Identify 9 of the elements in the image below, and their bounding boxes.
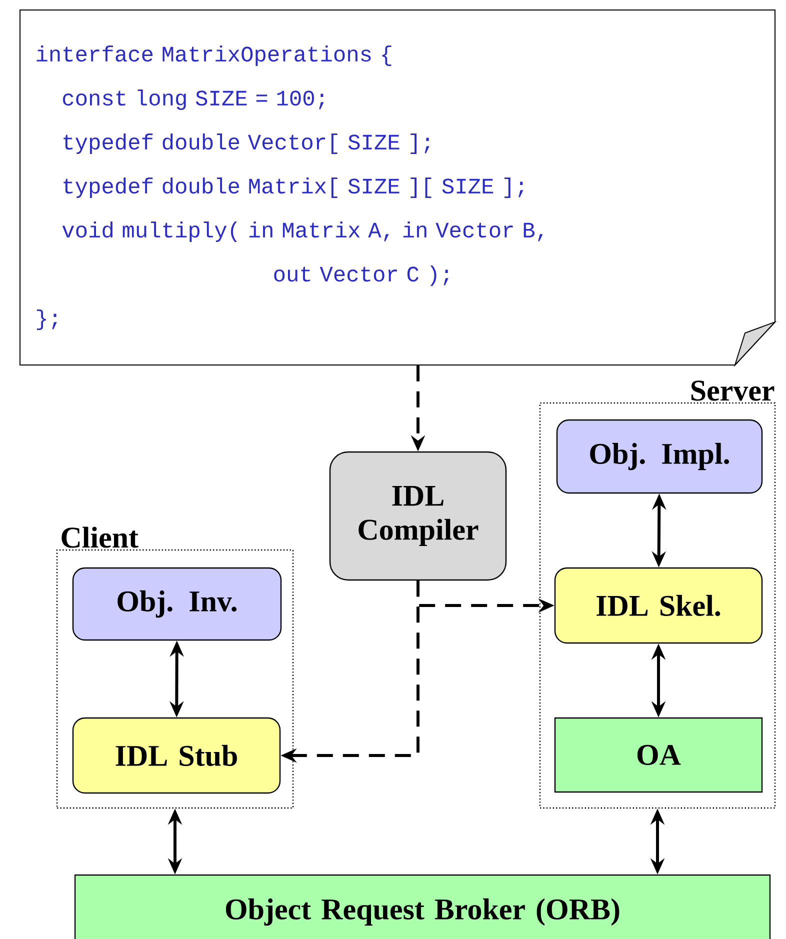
compiler-box: IDL Compiler (329, 451, 507, 581)
adapter-box: OA (554, 717, 763, 793)
node-label: Client (62, 526, 138, 548)
skeleton-box: IDL Skel. (554, 567, 763, 644)
broker-box: Object Request Broker (ORB) (74, 874, 771, 939)
object-invocation-box: Obj. Inv. (72, 567, 282, 641)
stub-box: IDL Stub (72, 717, 281, 794)
node-label: Server (691, 380, 774, 401)
object-implementation-box: Obj. Impl. (556, 419, 763, 494)
